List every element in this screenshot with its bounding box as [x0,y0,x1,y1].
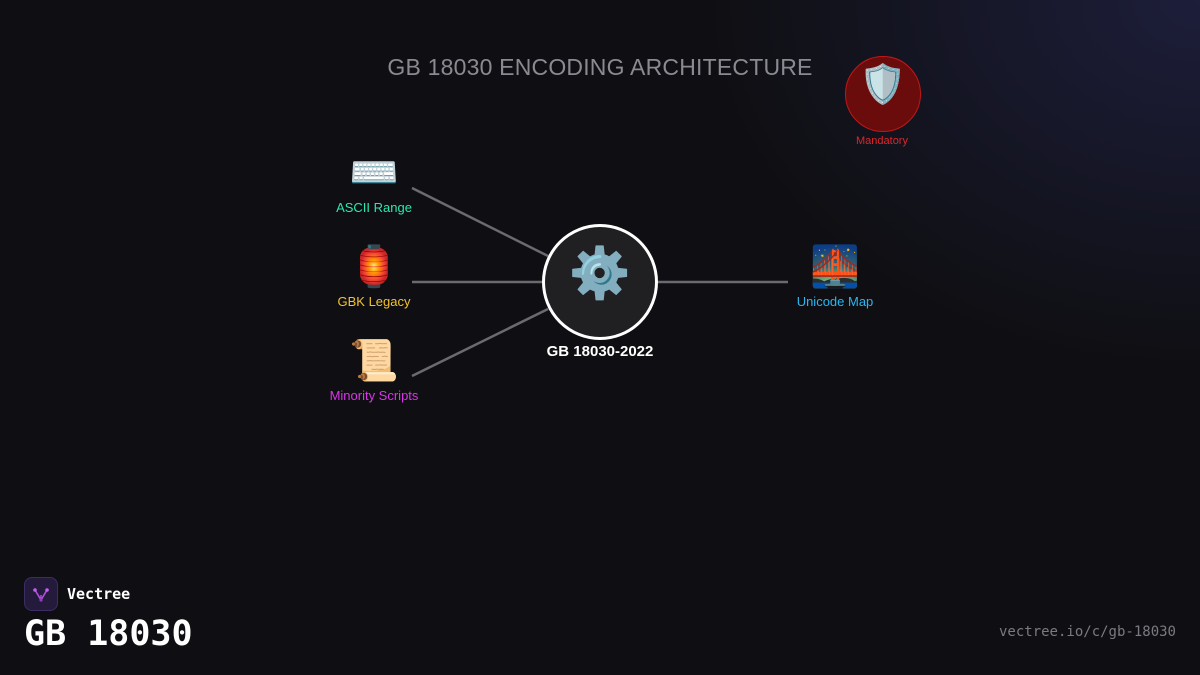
keyboard-icon: ⌨️ [349,151,399,195]
page-title: GB 18030 [24,614,193,654]
node-minority-scripts: 📜 Minority Scripts [314,336,434,403]
source-url[interactable]: vectree.io/c/gb-18030 [998,624,1176,640]
node-label: Unicode Map [796,294,874,309]
bridge-icon: 🌉 [810,245,860,289]
hub-node: ⚙️ [542,224,658,340]
scroll-icon: 📜 [349,339,399,383]
node-ascii-range: ⌨️ ASCII Range [314,148,434,215]
vectree-logo-icon [24,577,58,611]
gear-icon: ⚙️ [568,245,632,301]
node-unicode-map: 🌉 Unicode Map [775,242,895,309]
hub-label: GB 18030-2022 [546,343,654,360]
diagram-title: GB 18030 ENCODING ARCHITECTURE [387,54,813,80]
link-ascii-to-hub [411,186,549,258]
brand: Vectree [24,577,130,611]
node-label: GBK Legacy [337,294,411,309]
mandatory-badge: 🛡️ [845,56,921,132]
brand-name: Vectree [67,585,131,603]
node-gbk-legacy: 🏮 GBK Legacy [314,242,434,309]
shield-icon: 🛡️ [859,64,907,106]
link-minority-to-hub [411,307,549,378]
node-label: ASCII Range [336,200,412,215]
node-label: Minority Scripts [329,388,419,403]
lantern-icon: 🏮 [349,245,399,289]
mandatory-label: Mandatory [856,135,908,147]
